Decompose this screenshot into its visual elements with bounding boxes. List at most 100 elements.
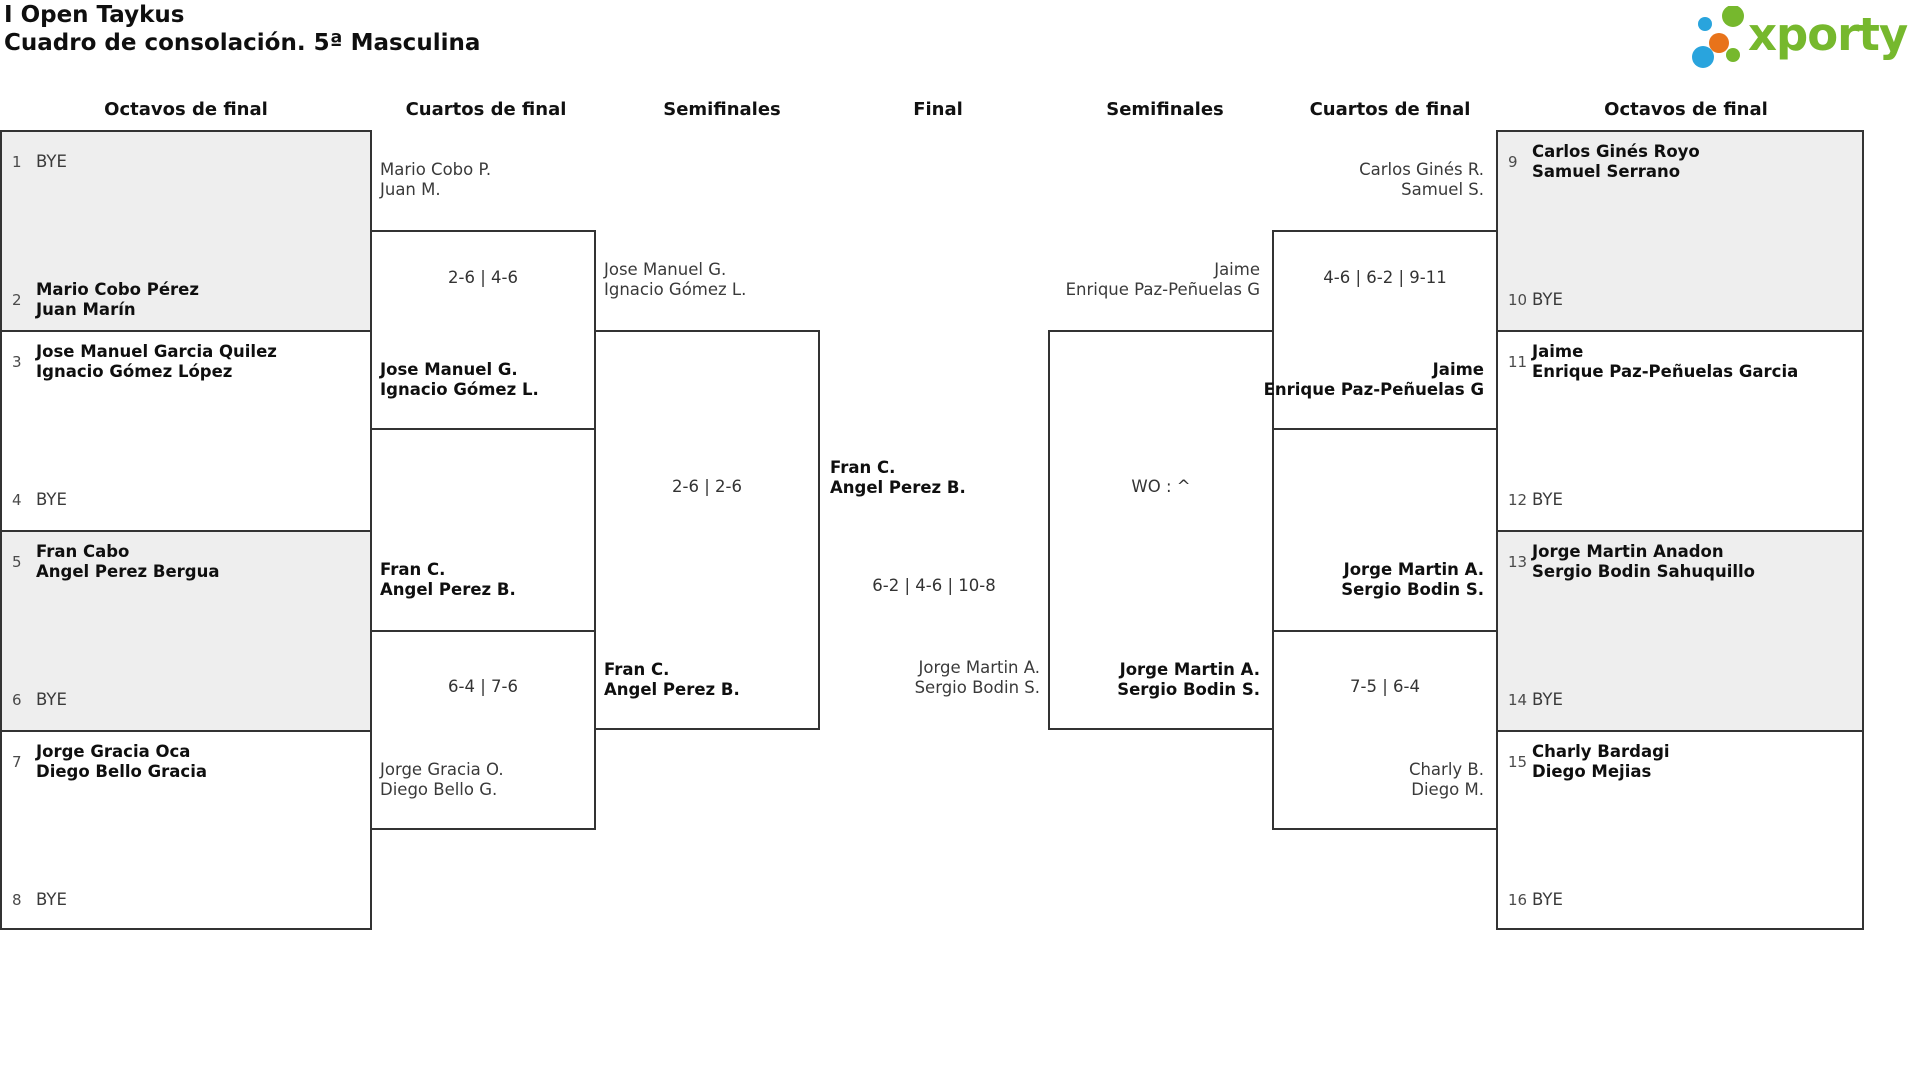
round-header-semis-right: Semifinales xyxy=(1106,99,1224,120)
round-header-semis-left: Semifinales xyxy=(663,99,781,120)
team-name: Charly B. xyxy=(1408,760,1484,779)
team-name: Jorge Gracia O. xyxy=(380,760,504,779)
team-name: Carlos Ginés R. xyxy=(1359,160,1484,179)
team-name: Jose Manuel G. xyxy=(380,360,518,379)
team-name: Jaime xyxy=(1214,260,1260,279)
match-team-bottom: Jorge Gracia O. Diego Bello G. xyxy=(380,760,504,800)
seed-number: 3 xyxy=(12,353,22,371)
team-name: Angel Perez Bergua xyxy=(36,562,220,581)
seed-number: 8 xyxy=(12,891,22,909)
seed-number: 1 xyxy=(12,153,22,171)
match-qf-left-bottom: Fran C. Angel Perez B. 6-4 | 7-6 Jorge G… xyxy=(370,560,596,830)
seed-slot-8: 8 BYE xyxy=(2,880,67,920)
team-name: BYE xyxy=(36,490,67,509)
match-score: 2-6 | 2-6 xyxy=(672,477,742,496)
team-name: Fran C. xyxy=(380,560,446,579)
seed-number: 10 xyxy=(1508,291,1528,309)
match-team-top: Fran C. Angel Perez B. xyxy=(380,560,516,600)
team-name: Sergio Bodin S. xyxy=(1341,580,1484,599)
match-score: 2-6 | 4-6 xyxy=(448,268,518,287)
seed-slot-4: 4 BYE xyxy=(2,480,67,520)
team-name: BYE xyxy=(1532,890,1563,909)
match-box-shading xyxy=(2,132,370,330)
seed-number: 6 xyxy=(12,691,22,709)
match-team-right-finalist: Jorge Martin A. Sergio Bodin S. xyxy=(915,658,1040,698)
match-divider xyxy=(2,330,370,332)
match-score: 4-6 | 6-2 | 9-11 xyxy=(1323,268,1447,287)
match-qf-right-bottom: Jorge Martin A. Sergio Bodin S. 7-5 | 6-… xyxy=(1272,560,1498,830)
seed-number: 16 xyxy=(1508,891,1528,909)
team-name: Juan M. xyxy=(380,180,441,199)
match-sf-right: Jaime Enrique Paz-Peñuelas G WO : ^ Jorg… xyxy=(1048,260,1274,730)
seed-number: 15 xyxy=(1508,753,1528,771)
team-name: BYE xyxy=(1532,690,1563,709)
team-name: Enrique Paz-Peñuelas G xyxy=(1263,380,1484,399)
seed-slot-14: 14 BYE xyxy=(1498,680,1563,720)
seed-number: 11 xyxy=(1508,353,1528,371)
tournament-name: I Open Taykus xyxy=(4,2,185,28)
team-name: Diego Mejias xyxy=(1532,762,1652,781)
team-name: Jorge Martin A. xyxy=(1343,560,1484,579)
xporty-logo[interactable]: xporty xyxy=(1686,4,1908,72)
seed-slot-1: 1 BYE xyxy=(2,142,67,182)
match-score: 6-4 | 7-6 xyxy=(448,677,518,696)
page-title: I Open Taykus Cuadro de consolación. 5ª … xyxy=(4,1,480,57)
match-divider xyxy=(1498,530,1862,532)
team-name: Jorge Gracia Oca xyxy=(36,742,191,761)
team-name: Diego Bello Gracia xyxy=(36,762,207,781)
match-team-top: Jorge Martin A. Sergio Bodin S. xyxy=(1341,560,1484,600)
match-divider xyxy=(1498,330,1862,332)
team-name: BYE xyxy=(36,152,67,171)
round-header-cuartos-right: Cuartos de final xyxy=(1309,99,1471,120)
team-name: Mario Cobo Pérez xyxy=(36,280,199,299)
team-name: Sergio Bodin S. xyxy=(1117,680,1260,699)
seed-number: 9 xyxy=(1508,153,1518,171)
match-team-top: Jaime Enrique Paz-Peñuelas G xyxy=(1066,260,1260,300)
match-box-shading xyxy=(1498,132,1862,330)
team-name: Jorge Martin A. xyxy=(1119,660,1260,679)
team-name: Ignacio Gómez L. xyxy=(380,380,539,399)
match-team-bottom: Jaime Enrique Paz-Peñuelas G xyxy=(1264,360,1484,400)
team-name: Jaime xyxy=(1532,342,1584,361)
team-name: BYE xyxy=(36,890,67,909)
team-name: Juan Marín xyxy=(36,300,136,319)
match-sf-left: Jose Manuel G. Ignacio Gómez L. 2-6 | 2-… xyxy=(594,260,820,730)
match-team-top: Jose Manuel G. Ignacio Gómez L. xyxy=(604,260,746,300)
match-team-bottom: Jorge Martin A. Sergio Bodin S. xyxy=(1117,660,1260,700)
match-team-bottom: Fran C. Angel Perez B. xyxy=(604,660,740,700)
team-name: Samuel Serrano xyxy=(1532,162,1681,181)
seed-number: 13 xyxy=(1508,553,1528,571)
team-name: Jose Manuel G. xyxy=(604,260,727,279)
seed-slot-12: 12 BYE xyxy=(1498,480,1563,520)
round-header-final: Final xyxy=(913,99,963,120)
match-final: Fran C. Angel Perez B. 6-2 | 4-6 | 10-8 … xyxy=(820,330,1048,730)
match-team-left-finalist: Fran C. Angel Perez B. xyxy=(830,458,966,498)
match-box-shading xyxy=(2,532,370,730)
team-name: BYE xyxy=(36,690,67,709)
logo-wordmark: xporty xyxy=(1748,8,1908,61)
match-team-bottom: Jose Manuel G. Ignacio Gómez L. xyxy=(380,360,539,400)
match-divider xyxy=(2,730,370,732)
team-name: Ignacio Gómez L. xyxy=(604,280,747,299)
seed-slot-16: 16 BYE xyxy=(1498,880,1563,920)
seed-slot-10: 10 BYE xyxy=(1498,280,1563,320)
match-team-bottom: Charly B. Diego M. xyxy=(1409,760,1484,800)
team-name: Fran C. xyxy=(830,458,896,477)
team-name: Jose Manuel Garcia Quilez xyxy=(36,342,277,361)
team-name: Enrique Paz-Peñuelas Garcia xyxy=(1532,362,1799,381)
team-name: Fran C. xyxy=(604,660,670,679)
match-score: WO : ^ xyxy=(1131,477,1191,496)
team-name: Mario Cobo P. xyxy=(380,160,492,179)
match-score: 6-2 | 4-6 | 10-8 xyxy=(872,576,996,595)
match-team-top: Mario Cobo P. Juan M. xyxy=(380,160,491,200)
team-name: Angel Perez B. xyxy=(604,680,740,699)
team-name: BYE xyxy=(1532,490,1563,509)
